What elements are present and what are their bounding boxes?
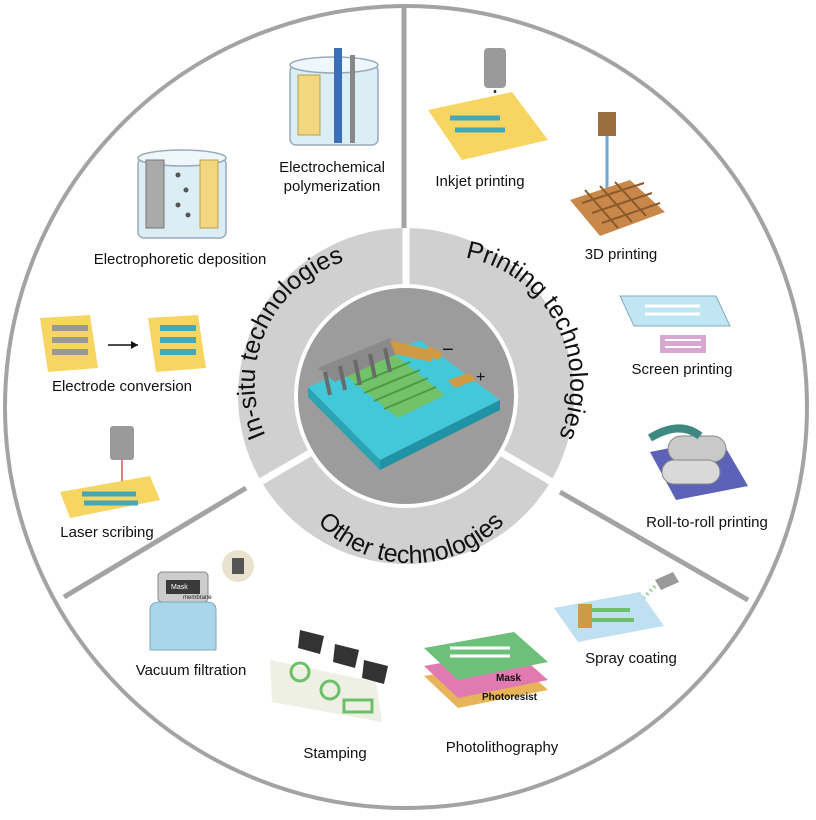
3d-printing-illustration (570, 112, 665, 236)
label-spray-coating: Spray coating (585, 650, 677, 667)
label-vacuum-filtration: Vacuum filtration (135, 662, 247, 679)
label-photolithography: Photolithography (445, 739, 559, 756)
laser-scribing-illustration (60, 426, 160, 518)
vacuum-filtration-illustration (149, 550, 254, 651)
screen-printing-illustration (619, 295, 731, 353)
inkjet-printing-illustration (428, 48, 548, 160)
label-laser-scribing: Laser scribing (60, 524, 154, 541)
electrode-conversion-illustration (40, 315, 206, 372)
spray-coating-illustration (554, 572, 679, 642)
label-roll-to-roll-printing: Roll-to-roll printing (646, 514, 768, 531)
label-electrophoretic-deposition: Electrophoretic deposition (93, 251, 267, 268)
vacuum-membrane-label: membrane (183, 595, 212, 601)
electrophoretic-deposition-illustration (137, 149, 227, 239)
center-plus-sign: + (476, 369, 485, 386)
label-electrochemical-polymerization: Electrochemical polymerization (279, 159, 385, 195)
vacuum-mask-label: Mask (171, 584, 188, 591)
electrochemical-polymerization-illustration (289, 48, 379, 146)
center-minus-sign: − (442, 339, 454, 361)
label-electrode-conversion: Electrode conversion (51, 378, 193, 395)
photolithography-illustration (424, 632, 548, 708)
label-stamping: Stamping (303, 745, 367, 762)
label-3d-printing: 3D printing (584, 246, 658, 263)
divider-left (62, 485, 248, 600)
divider-right (558, 489, 750, 603)
photolithography-photoresist-label: Photoresist (482, 692, 538, 703)
roll-to-roll-printing-illustration (647, 424, 748, 500)
photolithography-mask-label: Mask (496, 673, 521, 684)
label-inkjet-printing: Inkjet printing (435, 173, 525, 190)
center-device-illustration (308, 338, 500, 470)
label-screen-printing: Screen printing (631, 361, 733, 378)
stamping-illustration (270, 630, 388, 722)
